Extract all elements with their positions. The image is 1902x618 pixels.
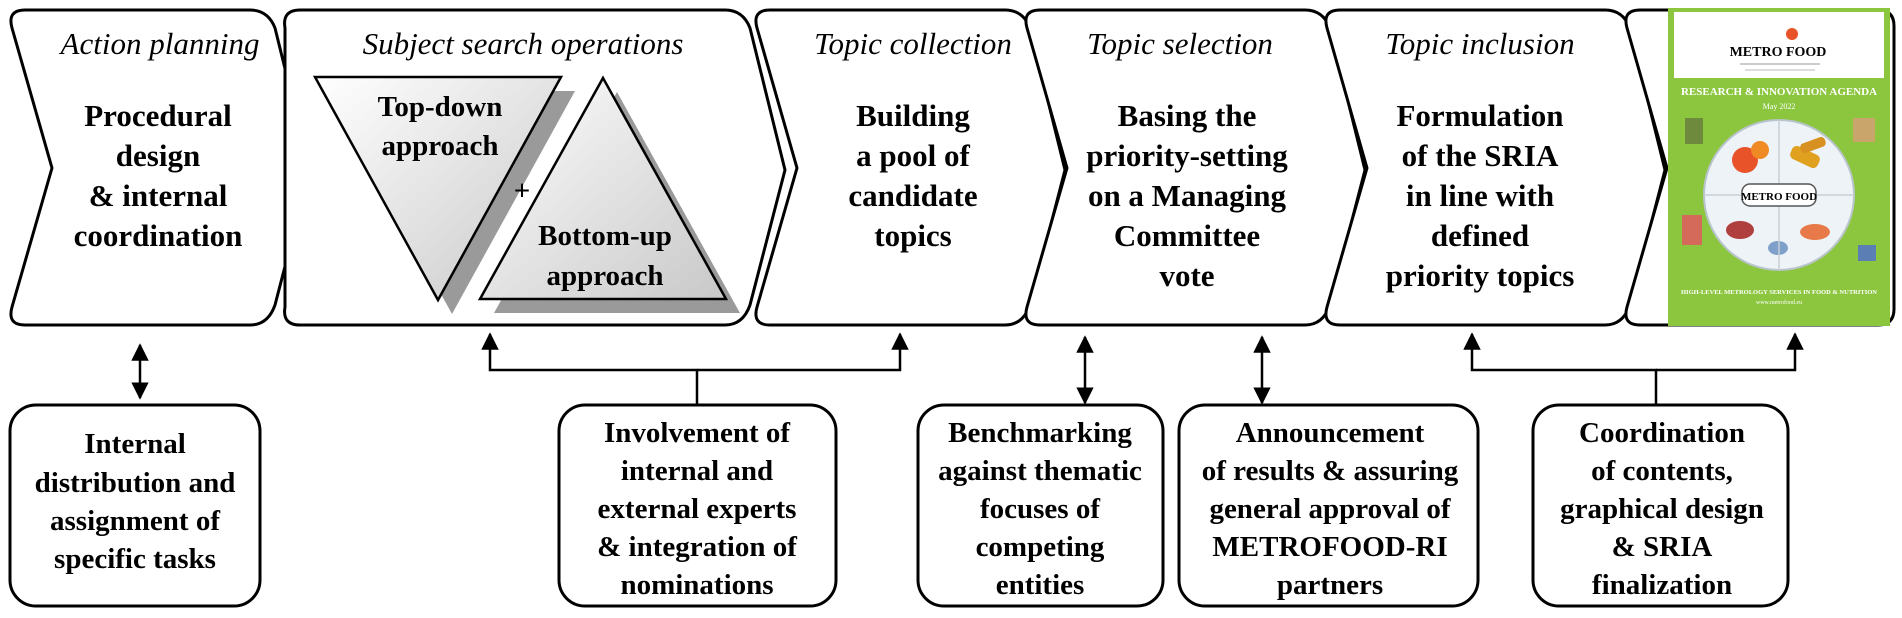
phase-line-2: a pool of: [856, 138, 970, 173]
phase-line-5: vote: [1159, 258, 1214, 293]
cover-date: May 2022: [1763, 102, 1796, 111]
box-line-2: internal and: [621, 455, 773, 487]
cover-tagline: HIGH-LEVEL METROLOGY SERVICES IN FOOD & …: [1681, 289, 1877, 296]
phase-line-2: of the SRIA: [1402, 138, 1559, 173]
phase-final-sria-panel: METRO FOOD RESEARCH & INNOVATION AGENDA …: [1624, 8, 1896, 327]
phase-action-planning: Action planning Procedural design & inte…: [9, 8, 312, 327]
box-line-1: Involvement of: [604, 417, 790, 449]
box-line-3: graphical design: [1560, 493, 1764, 525]
tomato-icon: [1786, 28, 1798, 40]
box-line-5: partners: [1277, 569, 1383, 601]
cover-heading: RESEARCH & INNOVATION AGENDA: [1681, 86, 1877, 98]
bottom-up-label-1: Bottom-up: [538, 220, 672, 252]
phase-topic-collection: Topic collection Building a pool of cand…: [754, 8, 1067, 327]
support-box-internal-distribution: Internal distribution and assignment of …: [8, 403, 262, 608]
phase-title: Topic inclusion: [1385, 26, 1574, 61]
phase-line-2: design: [116, 138, 200, 173]
support-box-announcement: Announcement of results & assuring gener…: [1177, 403, 1480, 608]
cover-plate-logo: METRO FOOD: [1741, 191, 1817, 203]
box-line-4: & SRIA: [1612, 531, 1713, 563]
phase-line-4: defined: [1431, 218, 1529, 253]
phase-line-5: priority topics: [1386, 258, 1575, 293]
connectors: [131, 332, 1804, 405]
box-line-1: Announcement: [1236, 417, 1425, 449]
phase-line-3: candidate: [848, 178, 977, 213]
box-line-3: assignment of: [50, 505, 220, 537]
box-line-5: finalization: [1592, 569, 1732, 601]
box-line-1: Benchmarking: [948, 417, 1132, 449]
phase-title: Subject search operations: [363, 26, 684, 61]
bracket-experts: [481, 332, 699, 405]
phase-line-3: in line with: [1406, 178, 1554, 213]
bottom-up-label-2: approach: [546, 260, 663, 292]
box-line-5: nominations: [620, 569, 773, 601]
chevron-shape: [9, 8, 312, 327]
box-line-1: Internal: [84, 428, 186, 460]
sria-cover-image: METRO FOOD RESEARCH & INNOVATION AGENDA …: [1668, 8, 1890, 326]
top-down-label-1: Top-down: [378, 91, 503, 123]
phase-line-1: Basing the: [1118, 98, 1257, 133]
box-line-4: & integration of: [597, 531, 797, 563]
box-line-4: competing: [976, 531, 1105, 563]
box-line-2: distribution and: [35, 467, 236, 499]
top-down-label-2: approach: [381, 130, 498, 162]
phase-line-4: topics: [874, 218, 952, 253]
phase-subject-search-operations: Subject search operations Top-down appro…: [283, 8, 787, 327]
phase-line-1: Building: [856, 98, 970, 133]
phase-line-3: on a Managing: [1088, 178, 1287, 213]
phase-title: Topic collection: [814, 26, 1012, 61]
phase-line-1: Procedural: [84, 98, 232, 133]
box-line-2: against thematic: [938, 455, 1142, 487]
box-line-1: Coordination: [1579, 417, 1745, 449]
support-box-experts-involvement: Involvement of internal and external exp…: [557, 403, 838, 608]
top-down-approach-triangle: Top-down approach: [312, 75, 575, 314]
phase-topic-inclusion: Topic inclusion Formulation of the SRIA …: [1324, 8, 1667, 327]
phase-topic-selection: Topic selection Basing the priority-sett…: [1024, 8, 1367, 327]
box-line-4: specific tasks: [54, 543, 216, 575]
plus-sign: +: [514, 175, 531, 207]
box-line-2: of results & assuring: [1202, 455, 1459, 487]
bracket-coordination: [1463, 332, 1658, 405]
box-line-3: external experts: [598, 493, 797, 525]
bracket-coordination-right: [1656, 332, 1804, 372]
phase-line-4: Committee: [1114, 218, 1260, 253]
box-line-4: METROFOOD-RI: [1212, 531, 1447, 563]
phase-title: Action planning: [59, 26, 260, 61]
bottom-up-approach-triangle: Bottom-up approach: [477, 75, 740, 313]
support-box-benchmarking: Benchmarking against thematic focuses of…: [916, 403, 1165, 608]
cover-logo: METRO FOOD: [1730, 45, 1827, 60]
phase-line-3: & internal: [89, 178, 228, 213]
box-line-3: focuses of: [980, 493, 1100, 525]
box-line-2: of contents,: [1591, 455, 1733, 487]
support-box-coordination: Coordination of contents, graphical desi…: [1531, 403, 1790, 608]
bracket-experts-right: [697, 332, 909, 372]
box-line-3: general approval of: [1209, 493, 1450, 525]
phase-line-1: Formulation: [1396, 98, 1563, 133]
phase-line-2: priority-setting: [1086, 138, 1288, 173]
cover-url: www.metrofood.eu: [1756, 299, 1802, 306]
box-line-5: entities: [996, 569, 1085, 601]
phase-title: Topic selection: [1087, 26, 1273, 61]
phase-line-4: coordination: [74, 218, 243, 253]
